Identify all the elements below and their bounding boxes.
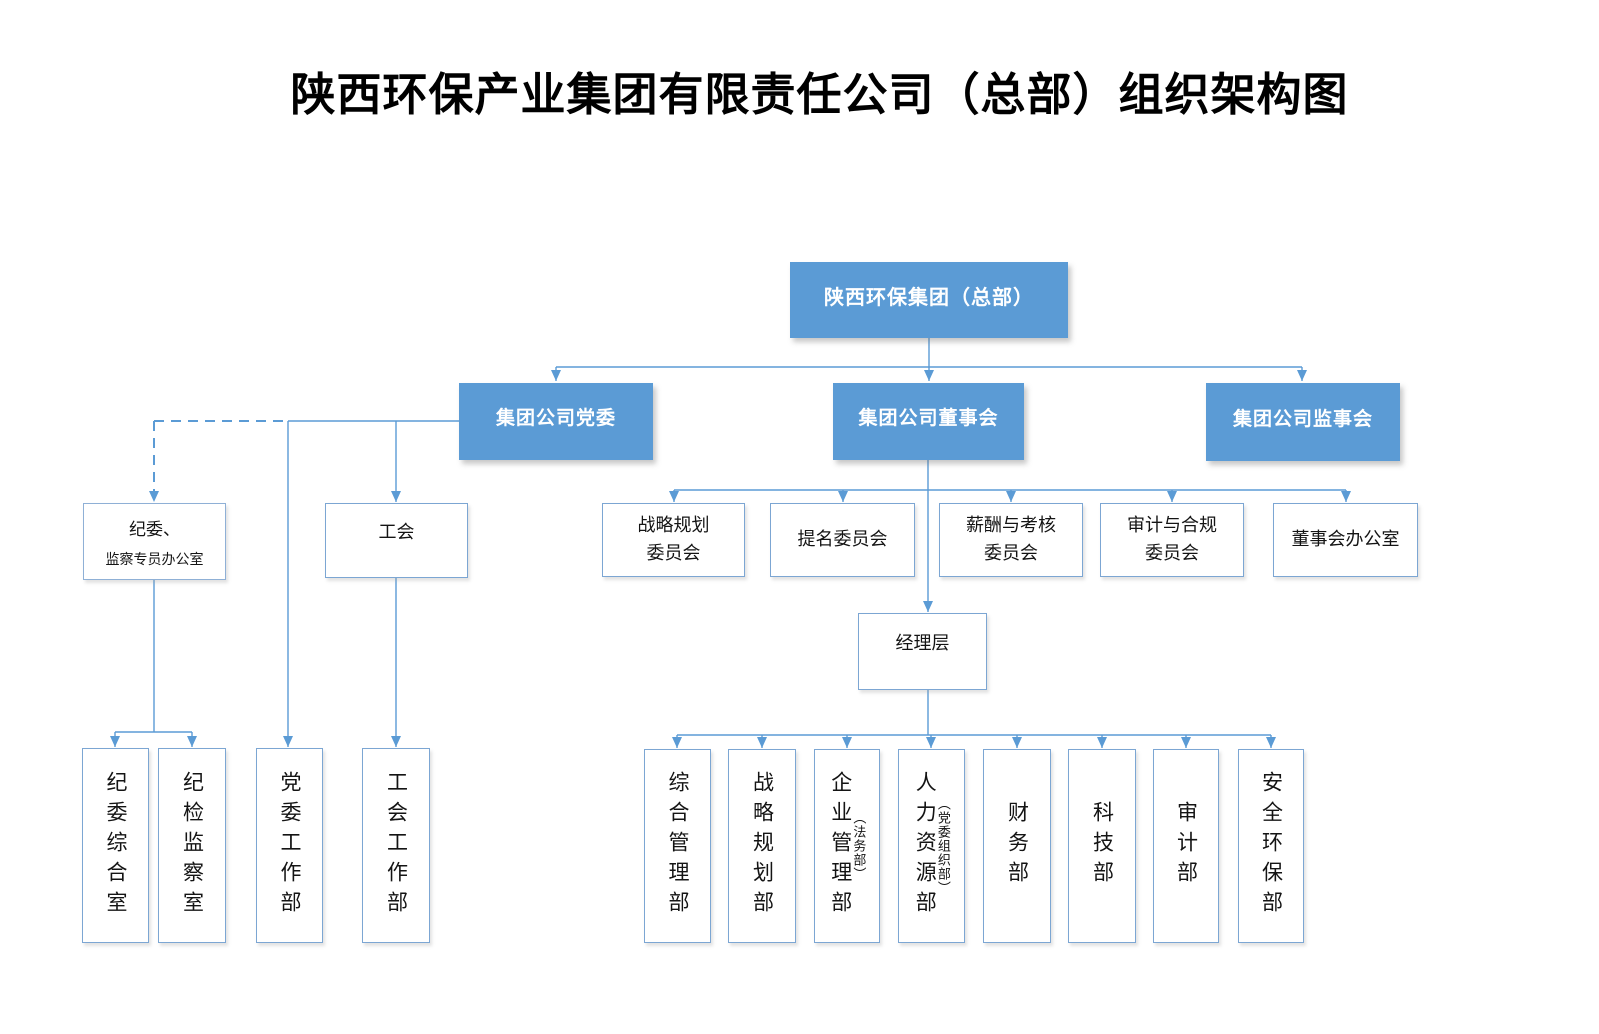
- discipline-office-line1: 纪委、: [129, 519, 180, 539]
- box-hr-dept: 人力资源部 （党委组织部）: [898, 749, 965, 943]
- board-office-label: 董事会办公室: [1291, 529, 1400, 550]
- box-board-of-supervisors: 集团公司监事会: [1206, 383, 1400, 461]
- hr-dept-label: 人力资源部: [913, 771, 937, 921]
- box-board-office: 董事会办公室: [1273, 503, 1418, 577]
- nomination-committee-label: 提名委员会: [797, 529, 888, 550]
- box-board-of-supervisors-label: 集团公司监事会: [1232, 408, 1373, 430]
- box-strategy-planning-dept: 战略规划部: [728, 749, 796, 943]
- party-work-dept-label: 党委工作部: [278, 770, 302, 921]
- box-union-work-dept: 工会工作部: [362, 748, 430, 943]
- compensation-assessment-committee-label: 薪酬与考核 委员会: [966, 515, 1056, 563]
- box-enterprise-management-dept: 企业管理部 （法务部）: [814, 749, 880, 943]
- discipline-supervision-office-label: 纪检监察室: [180, 770, 204, 921]
- box-tech-dept: 科技部: [1068, 749, 1136, 943]
- tech-dept-label: 科技部: [1090, 801, 1114, 891]
- box-board-of-directors: 集团公司董事会: [833, 383, 1024, 460]
- strategy-planning-committee-label: 战略规划 委员会: [637, 515, 710, 563]
- box-nomination-committee: 提名委员会: [770, 503, 915, 577]
- box-safety-env-dept: 安全环保部: [1238, 749, 1304, 943]
- box-labor-union: 工会: [325, 503, 468, 578]
- box-party-work-dept: 党委工作部: [256, 748, 323, 943]
- box-management-level: 经理层: [858, 613, 987, 690]
- union-work-dept-label: 工会工作部: [384, 770, 408, 921]
- box-party-committee: 集团公司党委: [459, 383, 653, 460]
- enterprise-management-dept-note: （法务部）: [851, 811, 867, 881]
- box-audit-dept: 审计部: [1153, 749, 1219, 943]
- enterprise-management-dept-label: 企业管理部: [828, 771, 852, 921]
- management-level-label: 经理层: [895, 632, 950, 653]
- org-chart-title: 陕西环保产业集团有限责任公司（总部）组织架构图: [290, 70, 1349, 120]
- discipline-office-line2: 监察专员办公室: [105, 550, 204, 567]
- box-strategy-planning-committee: 战略规划 委员会: [602, 503, 745, 577]
- box-group-hq: 陕西环保集团（总部）: [790, 262, 1068, 338]
- box-party-committee-label: 集团公司党委: [495, 408, 616, 429]
- audit-dept-label: 审计部: [1174, 801, 1198, 891]
- box-group-hq-label: 陕西环保集团（总部）: [824, 286, 1034, 309]
- general-management-dept-label: 综合管理部: [666, 771, 690, 921]
- box-audit-compliance-committee: 审计与合规 委员会: [1100, 503, 1244, 577]
- labor-union-label: 工会: [378, 521, 415, 542]
- box-general-management-dept: 综合管理部: [644, 749, 711, 943]
- safety-env-dept-label: 安全环保部: [1259, 771, 1283, 921]
- box-discipline-inspection-office: 纪委、 监察专员办公室: [83, 503, 226, 580]
- box-discipline-general-office: 纪委综合室: [82, 748, 149, 943]
- box-compensation-assessment-committee: 薪酬与考核 委员会: [939, 503, 1083, 577]
- strategy-planning-dept-label: 战略规划部: [750, 771, 774, 921]
- box-finance-dept: 财务部: [983, 749, 1051, 943]
- box-discipline-supervision-office: 纪检监察室: [158, 748, 226, 943]
- discipline-general-office-label: 纪委综合室: [104, 770, 128, 921]
- box-board-of-directors-label: 集团公司董事会: [858, 408, 999, 429]
- finance-dept-label: 财务部: [1005, 801, 1029, 891]
- audit-compliance-committee-label: 审计与合规 委员会: [1127, 515, 1217, 563]
- hr-dept-note: （党委组织部）: [935, 797, 951, 895]
